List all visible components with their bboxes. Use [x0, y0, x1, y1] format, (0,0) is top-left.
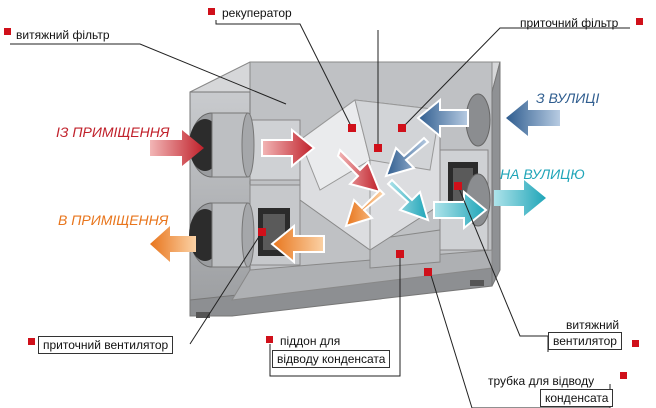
foot: [196, 312, 210, 318]
arrow-from-street-inner: [416, 97, 469, 139]
marker-supply-fan: [28, 338, 35, 345]
arrow-from-room-inner: [261, 127, 316, 169]
marker-recuperator: [208, 8, 215, 15]
arrow-to-room-inner: [270, 223, 325, 265]
duct-spigot-upper: [189, 112, 255, 178]
label-tray-line1: піддон для: [280, 334, 341, 348]
arrow-to-room-outer: [150, 226, 196, 262]
flow-from-room: ІЗ ПРИМІЩЕННЯ: [56, 124, 170, 140]
marker-condensate-tray: [266, 336, 273, 343]
flow-from-street: З ВУЛИЦІ: [536, 90, 600, 106]
flow-to-street: НА ВУЛИЦЮ: [500, 166, 585, 182]
marker-supply-filter: [636, 18, 643, 25]
marker-extract-filter: [4, 28, 11, 35]
foot: [470, 280, 484, 286]
label-recuperator: рекуператор: [222, 6, 292, 20]
label-drain-line2: конденсата: [540, 389, 614, 407]
leader-lines: [10, 20, 630, 408]
arrow-to-street-core: [386, 178, 430, 222]
label-supply-filter: приточний фільтр: [520, 16, 619, 30]
flow-to-room: В ПРИМІЩЕННЯ: [58, 212, 169, 228]
arrow-to-street-outer: [494, 180, 546, 216]
label-tray-line2: відводу конденсата: [272, 350, 391, 368]
arrow-from-room-core: [336, 148, 382, 194]
arrow-to-room-core: [344, 188, 386, 228]
label-extract-fan-line1: витяжний: [566, 318, 620, 332]
condensate-tray: [369, 229, 441, 269]
casing-right: [491, 61, 501, 287]
duct-spigot-lower: [189, 202, 255, 268]
callout-markers: [258, 124, 462, 276]
duct-spigot-right-upper: [465, 93, 491, 147]
label-extract-filter: витяжний фільтр: [16, 28, 110, 42]
label-extract-fan-line2: вентилятор: [548, 332, 622, 350]
label-supply-fan: приточний вентилятор: [38, 336, 174, 354]
arrow-from-street-outer: [506, 100, 560, 136]
arrow-from-street-core: [384, 136, 430, 178]
marker-extract-fan: [632, 340, 639, 347]
arrow-from-room-outer: [150, 130, 204, 166]
label-drain-line1: трубка для відводу: [488, 374, 595, 388]
marker-drain-pipe: [620, 372, 627, 379]
